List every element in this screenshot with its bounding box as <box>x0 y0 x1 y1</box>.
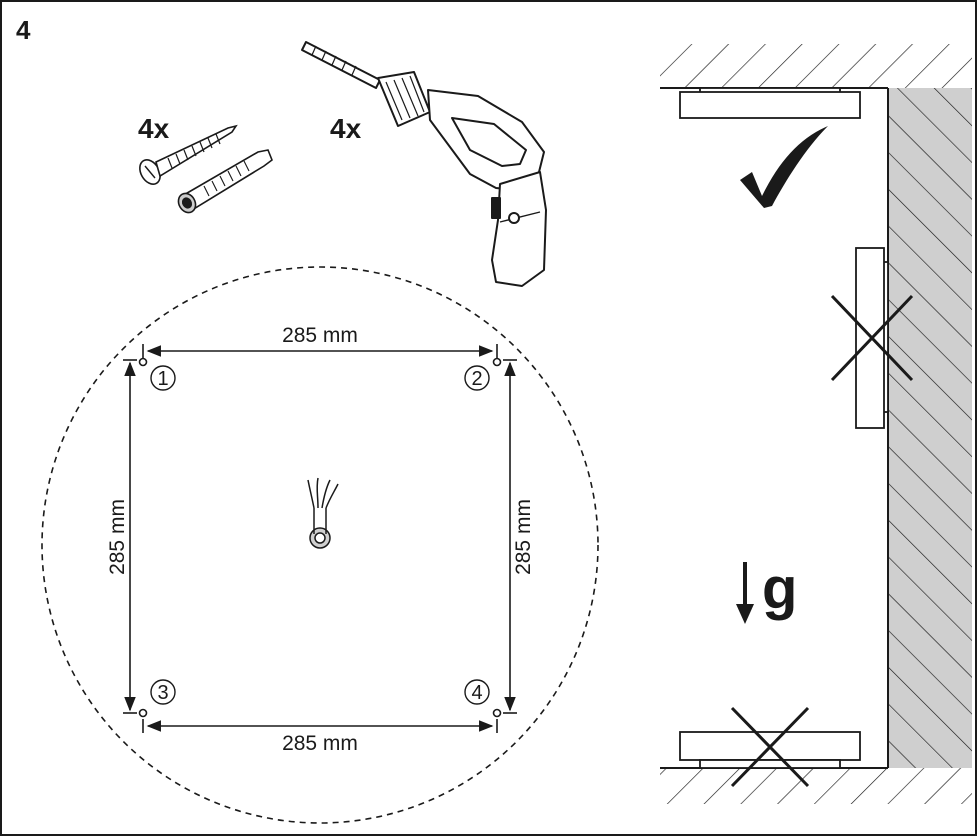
step-number: 4 <box>16 15 31 45</box>
bottom-dimension-label: 285 mm <box>282 732 358 755</box>
hole-number-2: 2 <box>471 368 482 390</box>
hole-marker-1: 1 <box>150 365 176 391</box>
wall-mounted-unit <box>855 247 889 429</box>
drill-hole-1 <box>138 357 148 367</box>
wall-hatch <box>888 88 972 768</box>
hole-number-1: 1 <box>157 368 168 390</box>
hole-number-4: 4 <box>471 682 482 704</box>
mounting-area-outline <box>41 266 599 824</box>
left-dimension-label: 285 mm <box>106 499 129 575</box>
ceiling-hatch <box>660 44 972 88</box>
drill-hole-2 <box>492 357 502 367</box>
gravity-arrow-icon <box>736 562 754 624</box>
screws-quantity: 4x <box>138 113 170 144</box>
hole-marker-3: 3 <box>150 679 176 705</box>
wall-mount-cross-icon <box>830 294 914 382</box>
floor-hatch <box>660 768 972 804</box>
screw-icon <box>139 124 238 185</box>
checkmark-icon <box>740 126 828 208</box>
cable-outlet-icon <box>307 477 339 549</box>
wall-anchor-icon <box>177 149 273 214</box>
hole-number-3: 3 <box>157 682 168 704</box>
right-dimension-label: 285 mm <box>512 499 535 575</box>
drill-icon <box>301 41 547 287</box>
gravity-symbol: g <box>762 556 797 621</box>
ceiling-mounted-unit <box>679 87 861 119</box>
drill-quantity: 4x <box>330 113 362 144</box>
floor-mount-cross-icon <box>730 706 810 788</box>
hole-marker-2: 2 <box>464 365 490 391</box>
drill-hole-3 <box>138 708 148 718</box>
hole-marker-4: 4 <box>464 679 490 705</box>
floor-mounted-unit <box>679 731 861 769</box>
drill-hole-4 <box>492 708 502 718</box>
top-dimension-label: 285 mm <box>282 324 358 347</box>
